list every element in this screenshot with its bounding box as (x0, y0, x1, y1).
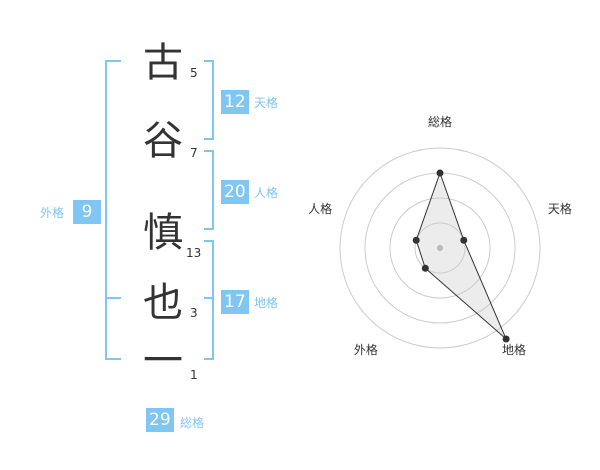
jin-bracket (212, 150, 214, 230)
name-char-3: 慎 (143, 210, 183, 256)
chi-score-badge: 17 (221, 290, 249, 314)
gai-score-badge: 9 (73, 200, 101, 224)
chi-bracket-mid (204, 297, 214, 299)
jin-bracket-top (204, 150, 214, 152)
chi-bracket-bottom (204, 358, 214, 360)
stroke-count-1: 5 (190, 66, 198, 80)
sou-label: 総格 (180, 416, 205, 430)
ten-bracket-bottom (204, 138, 214, 140)
radar-axis-label: 外格 (354, 342, 378, 357)
chi-bracket (212, 240, 214, 360)
chi-bracket-top (204, 240, 214, 242)
name-char-4: 也 (143, 280, 183, 326)
radar-point (502, 335, 510, 343)
radar-axis-label: 地格 (502, 342, 526, 357)
name-char-2: 谷 (143, 118, 183, 164)
name-char-1: 古 (143, 40, 183, 86)
gai-label: 外格 (40, 206, 65, 220)
ten-bracket (212, 60, 214, 140)
stroke-count-2: 7 (190, 146, 198, 160)
radar-grid (339, 147, 541, 349)
jin-bracket-bottom (204, 228, 214, 230)
jin-label: 人格 (254, 186, 279, 200)
ten-label: 天格 (254, 96, 279, 110)
ten-score-badge: 12 (221, 90, 249, 114)
outer-bracket-top (105, 60, 121, 62)
stroke-count-4: 3 (190, 306, 198, 320)
radar-point (436, 169, 444, 177)
radar-axis-label: 人格 (308, 201, 332, 216)
radar-point (421, 264, 429, 272)
radar-ring (414, 222, 466, 274)
outer-bracket-bottom (105, 358, 121, 360)
chi-label: 地格 (254, 296, 279, 310)
radar-ring (339, 147, 541, 349)
outer-bracket-mid (105, 297, 121, 299)
stroke-count-5: 1 (190, 368, 198, 382)
radar-center-point (437, 245, 443, 251)
stroke-count-3: 13 (186, 246, 202, 260)
sou-score-badge: 29 (146, 408, 174, 432)
radar-point (412, 236, 420, 244)
radar-ring (364, 172, 516, 324)
outer-bracket (105, 60, 107, 360)
radar-point (460, 236, 468, 244)
radar-axis-label: 総格 (428, 114, 452, 129)
jin-score-badge: 20 (221, 180, 249, 204)
radar-polygon (415, 171, 507, 340)
radar-axis-label: 天格 (548, 201, 572, 216)
radar-shape (412, 169, 510, 343)
name-char-5: 一 (143, 338, 183, 384)
radar-ring (389, 197, 491, 299)
ten-bracket-top (204, 60, 214, 62)
